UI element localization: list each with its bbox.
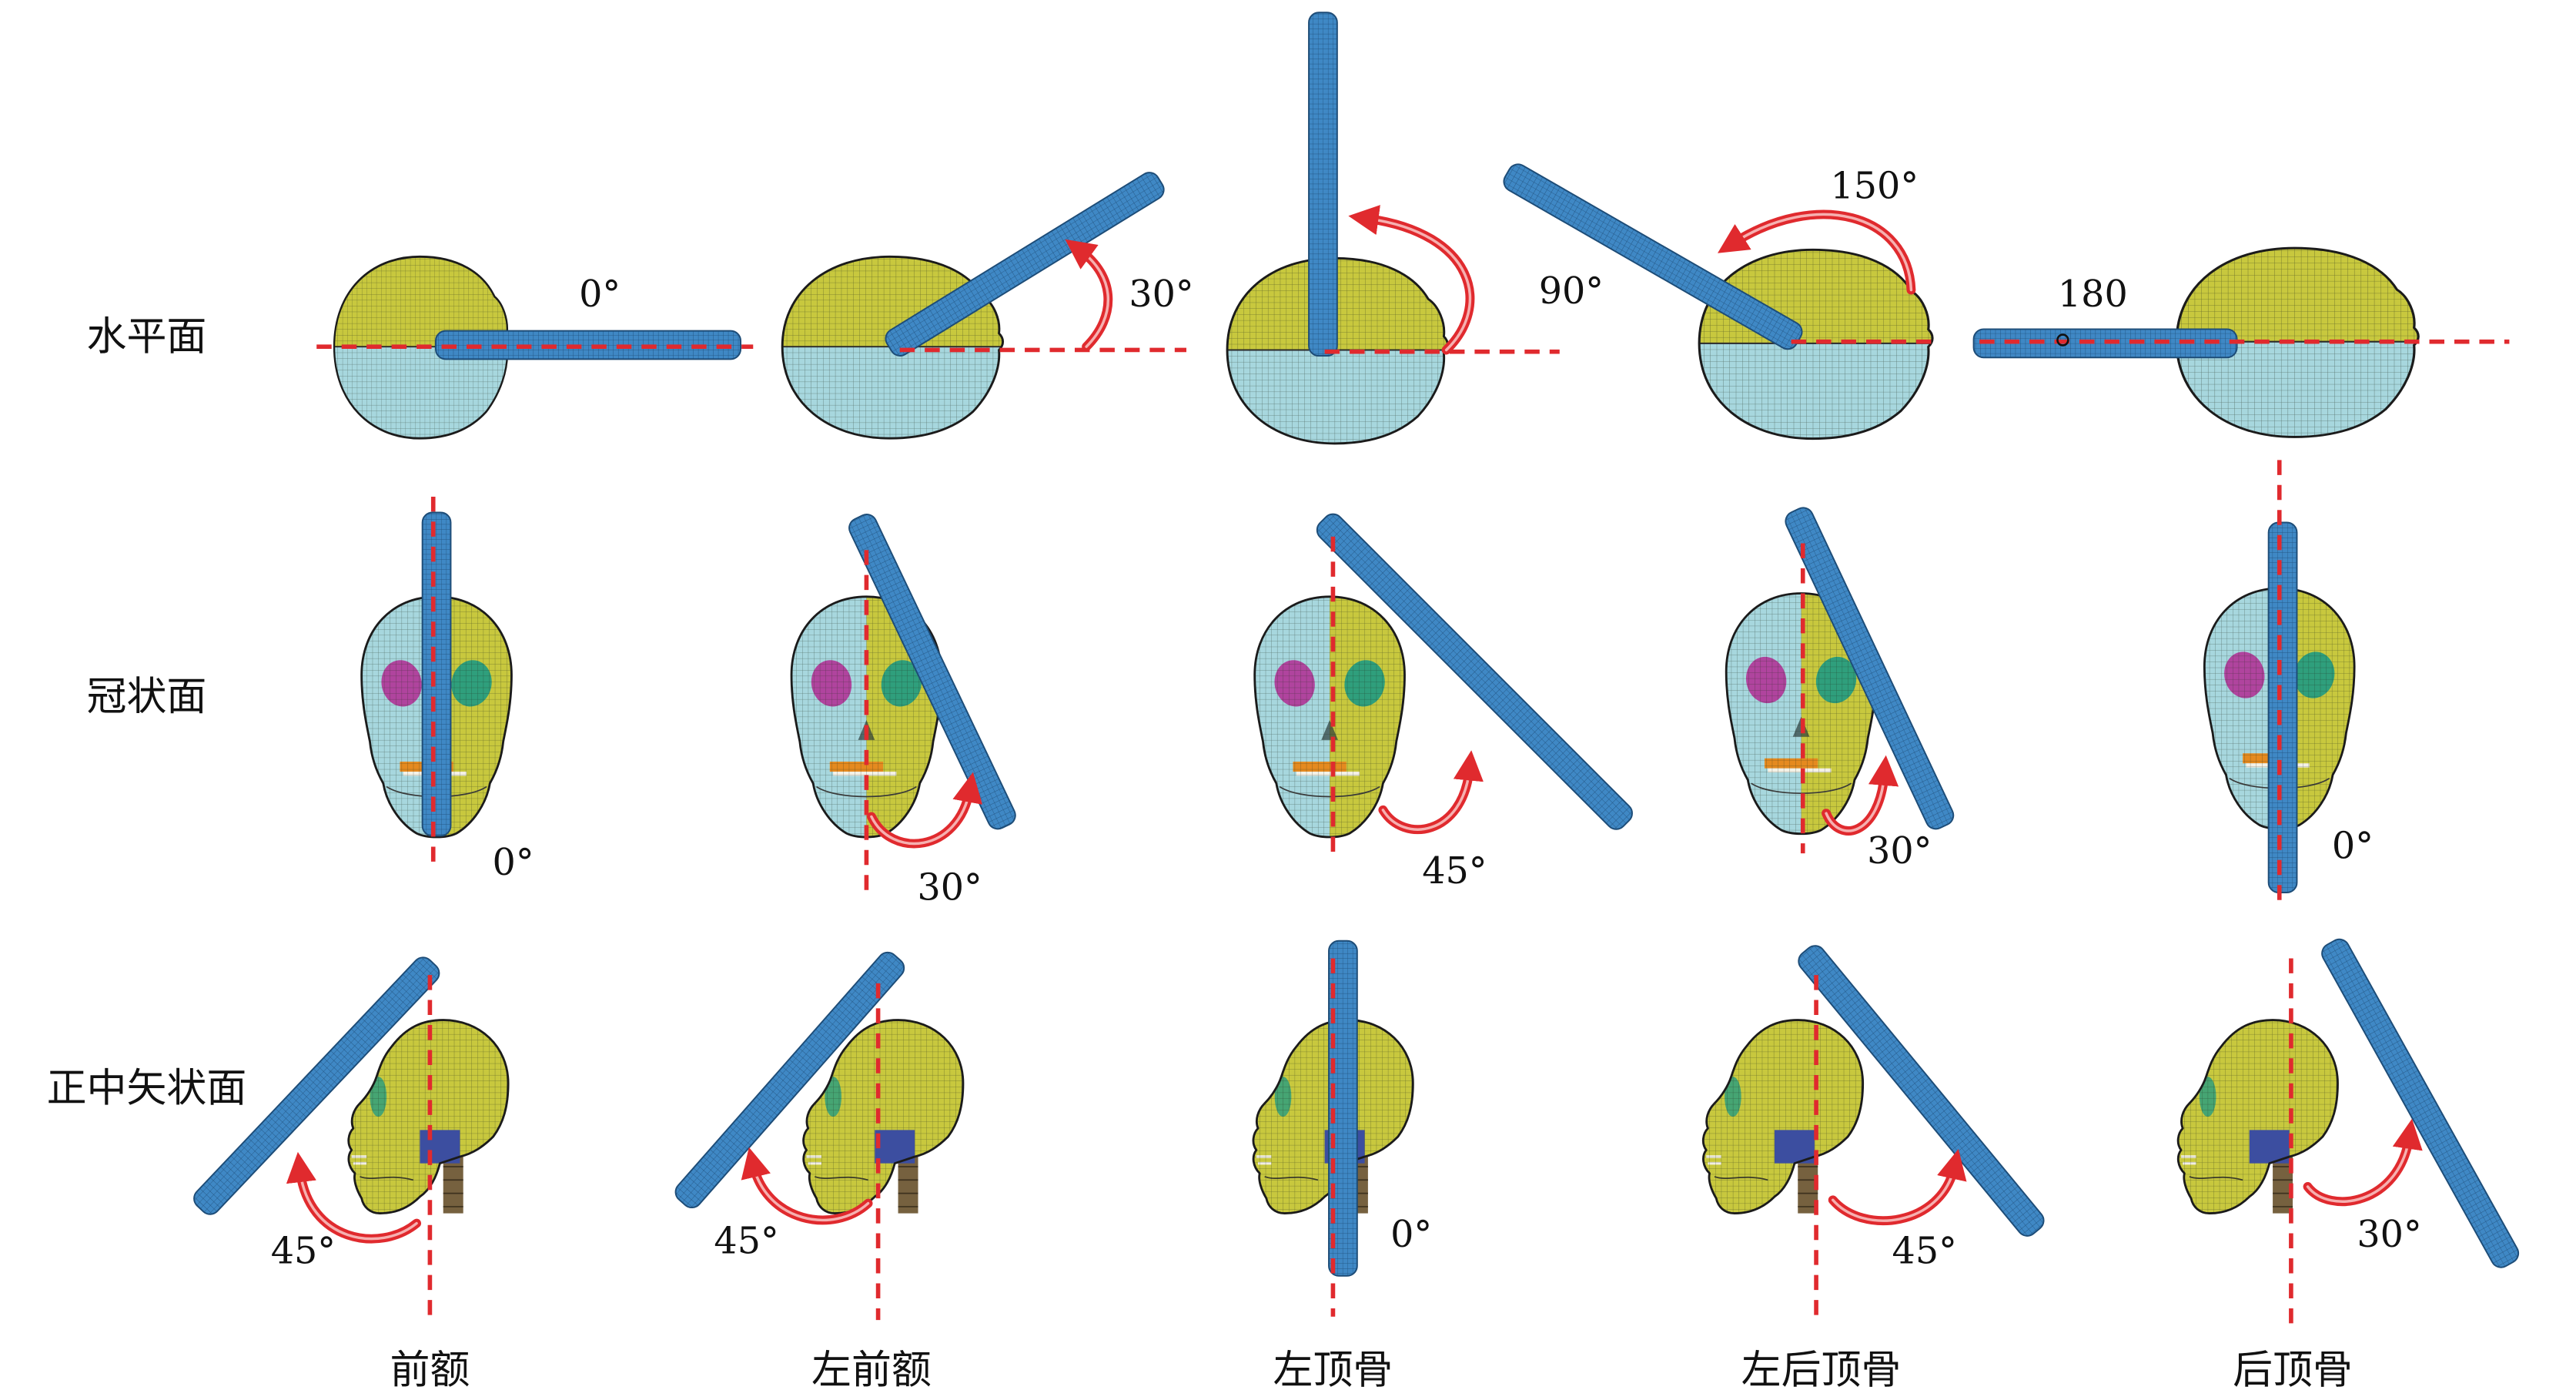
impact-point-marker [2056,333,2069,347]
impactor-rod [885,172,1165,357]
impactor-rod [2321,938,2520,1268]
impactor-rod [1316,513,1633,830]
column-label-left-parietal: 左顶骨 [1273,1347,1393,1390]
angle-label: 30° [1129,273,1193,316]
impactor-rod-outline [848,514,1016,830]
rotation-angle-arrow [741,1147,873,1225]
angle-label: 180 [2058,273,2128,316]
angle-label: 0° [1390,1214,1432,1256]
angle-label: 45° [714,1221,778,1263]
row-label-midsagittal-plane: 正中矢状面 [47,1066,247,1112]
rotation-arrow-highlight [1731,213,1913,292]
rotation-arrow-highlight [870,789,972,846]
rotation-arrow-highlight [751,1164,870,1222]
impactor-rod [193,956,440,1215]
impactor-rods [193,12,2520,1277]
impactor-rod [1785,507,1955,830]
impactor-rod-outline [1328,940,1358,1277]
impactor-rod-outline [2267,521,2298,893]
angle-label: 30° [1867,830,1932,873]
column-label-left-forehead: 左前额 [811,1347,932,1390]
impactor-rod [2267,521,2298,893]
impactor-rod-mesh [2322,939,2519,1268]
impactor-rod-mesh [1309,12,1337,357]
impactor-rod-outline [421,511,452,837]
impactor-rod [1503,163,1803,350]
rotation-angle-arrow [2303,1118,2423,1207]
angle-label: 45° [271,1231,336,1273]
angle-labels: 0° 30° 90° 150° 180 0° 30° 45° 30° 0° 45° 45° 0° 45° 3… [271,166,2422,1273]
rotation-arrow-shaft [2303,1132,2414,1207]
skull-model-side-view [1691,1012,1875,1221]
impactor-rod-outline [885,172,1165,357]
impactor-rod [1798,945,2045,1237]
angle-label: 0° [579,273,621,316]
impactor-rod-outline [1798,945,2045,1237]
rotation-angle-arrow [1065,239,1113,352]
impactor-rod-mesh [2268,522,2297,893]
rotation-angle-arrow [1348,205,1475,355]
impactor-rod-mesh [194,957,440,1214]
reference-axes [316,339,2510,1334]
impactor-rod-mesh [1785,507,1954,829]
impactor-rod [435,330,742,360]
rotation-arrow-shaft [1378,763,1474,834]
angle-label: 30° [917,867,982,909]
angle-label: 45° [1422,850,1487,893]
impactor-rod [674,951,905,1209]
row-label-coronal-plane: 冠状面 [87,674,207,720]
rotation-arrow-highlight [1831,1165,1956,1222]
impactor-rod-mesh [1798,946,2044,1236]
impactor-rod-outline [1785,507,1955,830]
rotation-arrow-highlight [298,1168,418,1241]
row-labels: 水平面 冠状面 正中矢状面 [47,313,247,1111]
impactor-rod-mesh [1316,514,1632,829]
column-labels: 前额 左前额 左顶骨 左后顶骨 后顶骨 [390,1347,2353,1390]
impactor-rod-outline [674,951,905,1209]
impactor-rod-mesh [1329,940,1357,1276]
rotation-arrow-highlight [1364,216,1472,352]
angle-label: 0° [2332,826,2374,868]
impactor-rod [848,514,1016,830]
impactor-rod-mesh [435,330,741,360]
column-label-left-posterior-parietal: 左后顶骨 [1741,1347,1902,1390]
angle-label: 45° [1892,1231,1957,1273]
skull-model-side-view [2166,1012,2350,1221]
rotation-arrow-highlight [2306,1135,2411,1203]
rotation-angle-arrow [866,772,983,849]
angle-label: 0° [493,842,534,884]
angle-label: 90° [1539,270,1604,313]
row-label-horizontal-plane: 水平面 [87,313,207,360]
rotation-angle-arrow [1822,755,1899,836]
impactor-rod [1328,940,1358,1277]
impactor-rod-mesh [675,952,905,1208]
impactor-rod-mesh [885,172,1164,356]
rotation-angle-arrow [1828,1148,1967,1226]
impactor-rod-mesh [849,514,1015,829]
column-label-posterior-parietal: 后顶骨 [2233,1347,2353,1390]
impactor-rod-outline [435,330,742,360]
impactor-rod [1308,12,1338,357]
rotation-angle-arrow [1717,209,1916,295]
impactor-rod-outline [1316,513,1633,830]
impactor-rod-outline [2321,938,2520,1268]
column-label-forehead: 前额 [390,1347,470,1390]
impactor-rod-mesh [422,512,451,836]
impactor-rod [421,511,452,837]
angle-label: 150° [1830,166,1919,208]
rotation-arrow-highlight [1381,766,1471,831]
impactor-rod-outline [1308,12,1338,357]
impactor-rod-mesh [1504,164,1802,350]
rotation-arrows [286,205,2423,1244]
impactor-rod-outline [193,956,440,1215]
head-models [323,238,2427,1221]
rotation-angle-arrow [286,1151,422,1244]
rotation-angle-arrow [1378,750,1484,834]
rotation-arrow-highlight [1825,772,1886,832]
angle-label: 30° [2357,1214,2421,1256]
